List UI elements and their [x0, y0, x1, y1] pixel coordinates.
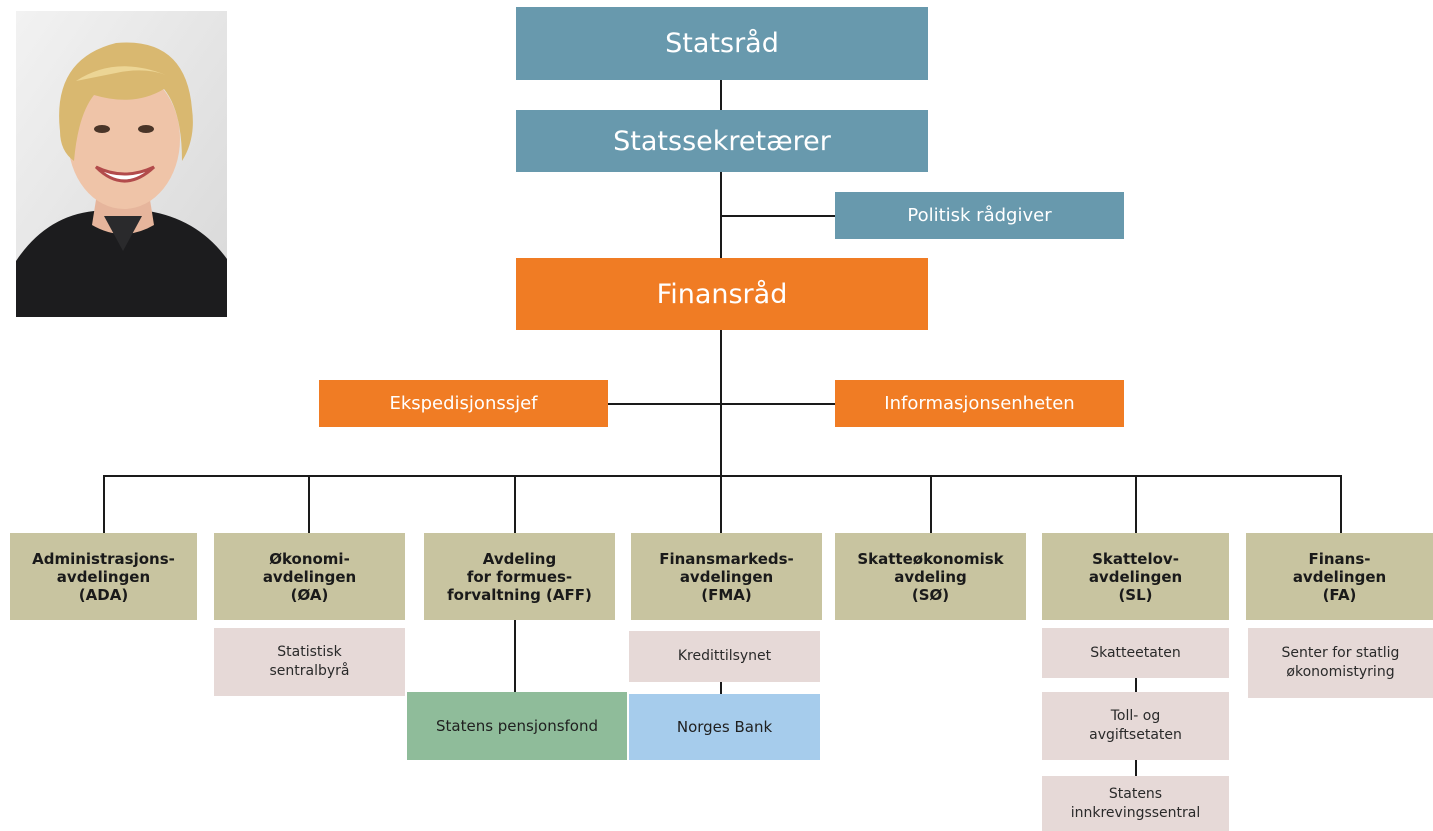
box-informasjonsenheten: Informasjonsenheten: [835, 380, 1124, 427]
department-label: Avdeling for formues- forvaltning (AFF): [447, 549, 592, 604]
box-ekspedisjonssjef-label: Ekspedisjonssjef: [389, 393, 538, 414]
box-finansrad-label: Finansråd: [656, 278, 788, 310]
subunit-label: Statens pensjonsfond: [435, 717, 599, 735]
subunit-norges-bank: Norges Bank: [629, 694, 820, 760]
department-box-oa: Økonomi- avdelingen (ØA): [214, 533, 405, 620]
department-label: Finansmarkeds- avdelingen (FMA): [659, 549, 794, 604]
box-statsrad-label: Statsråd: [665, 28, 779, 59]
department-box-aff: Avdeling for formues- forvaltning (AFF): [424, 533, 615, 620]
connector-line: [608, 403, 835, 405]
subunit-toll-og-avgiftsetaten: Toll- og avgiftsetaten: [1042, 692, 1229, 760]
department-bus-line: [103, 475, 1342, 477]
subunit-label: Toll- og avgiftsetaten: [1089, 708, 1182, 743]
connector-line: [308, 475, 310, 533]
connector-line: [514, 620, 516, 692]
department-box-sl: Skattelov- avdelingen (SL): [1042, 533, 1229, 620]
subunit-kredittilsynet: Kredittilsynet: [629, 631, 820, 682]
box-statsrad: Statsråd: [516, 7, 928, 80]
department-box-ada: Administrasjons- avdelingen (ADA): [10, 533, 197, 620]
box-ekspedisjonssjef: Ekspedisjonssjef: [319, 380, 608, 427]
department-label: Skatteøkonomisk avdeling (SØ): [857, 549, 1004, 604]
connector-line: [514, 475, 516, 533]
subunit-senter-for-statlig-okonomistyring: Senter for statlig økonomistyring: [1248, 628, 1433, 698]
box-statssekretarer: Statssekretærer: [516, 110, 928, 172]
subunit-statens-innkrevingssentral: Statens innkrevingssentral: [1042, 776, 1229, 831]
box-finansrad: Finansråd: [516, 258, 928, 330]
subunit-label: Statistisk sentralbyrå: [269, 644, 350, 679]
box-politisk-radgiver-label: Politisk rådgiver: [907, 205, 1052, 226]
subunit-skatteetaten: Skatteetaten: [1042, 628, 1229, 678]
portrait-photo: [16, 11, 227, 317]
subunit-label: Kredittilsynet: [677, 648, 772, 664]
person-portrait-icon: [16, 11, 227, 317]
connector-line: [103, 475, 105, 533]
connector-line: [1135, 475, 1137, 533]
connector-line: [720, 475, 722, 533]
connector-line: [720, 682, 722, 694]
connector-line: [720, 215, 835, 217]
department-box-fma: Finansmarkeds- avdelingen (FMA): [631, 533, 822, 620]
subunit-label: Statens innkrevingssentral: [1070, 785, 1201, 821]
department-label: Skattelov- avdelingen (SL): [1088, 549, 1183, 604]
connector-line: [1340, 475, 1342, 533]
connector-line: [930, 475, 932, 533]
subunit-label: Senter for statlig økonomistyring: [1281, 645, 1400, 680]
subunit-statistisk-sentralbyra: Statistisk sentralbyrå: [214, 628, 405, 696]
subunit-statens-pensjonsfond: Statens pensjonsfond: [407, 692, 627, 760]
box-informasjonsenheten-label: Informasjonsenheten: [884, 393, 1075, 414]
department-label: Finans- avdelingen (FA): [1292, 549, 1387, 604]
connector-line: [1135, 760, 1137, 776]
subunit-label: Skatteetaten: [1090, 644, 1181, 661]
department-box-fa: Finans- avdelingen (FA): [1246, 533, 1433, 620]
department-box-so: Skatteøkonomisk avdeling (SØ): [835, 533, 1026, 620]
department-label: Økonomi- avdelingen (ØA): [262, 549, 357, 604]
connector-line: [1135, 678, 1137, 692]
connector-line: [720, 80, 722, 110]
box-politisk-radgiver: Politisk rådgiver: [835, 192, 1124, 239]
box-statssekretarer-label: Statssekretærer: [613, 125, 831, 157]
department-label: Administrasjons- avdelingen (ADA): [32, 549, 175, 604]
subunit-label: Norges Bank: [676, 718, 773, 736]
